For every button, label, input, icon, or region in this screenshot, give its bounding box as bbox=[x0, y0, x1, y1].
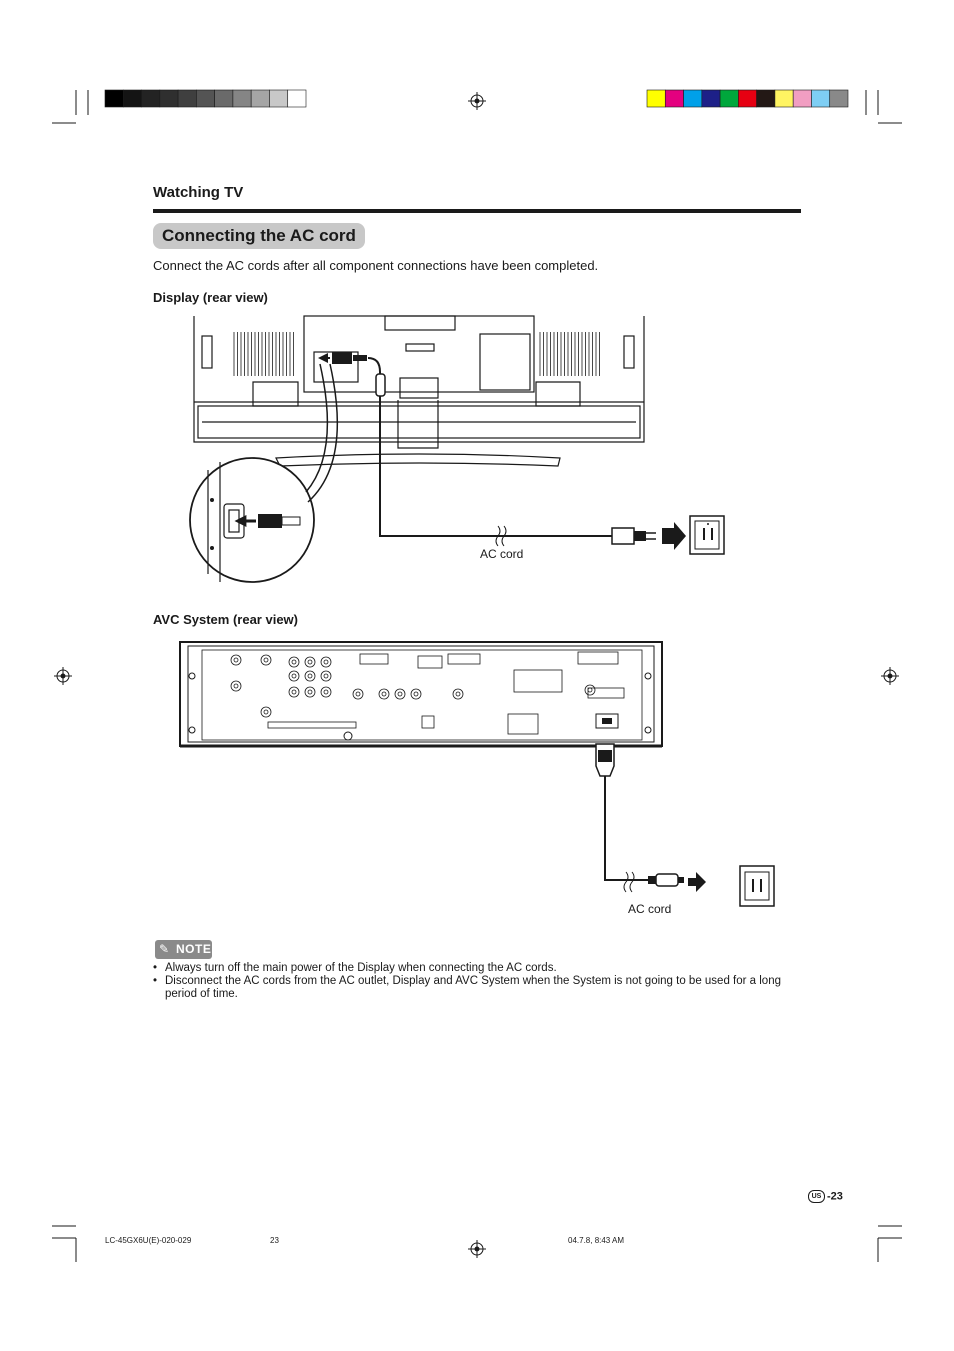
intro-text: Connect the AC cords after all component… bbox=[153, 258, 598, 273]
avc-figure-heading: AVC System (rear view) bbox=[153, 612, 298, 627]
calibration-swatch bbox=[738, 90, 756, 107]
footer-page: 23 bbox=[270, 1236, 279, 1245]
note-item-text: Disconnect the AC cords from the AC outl… bbox=[165, 975, 781, 1000]
bullet-icon: • bbox=[153, 975, 157, 988]
calibration-swatch bbox=[142, 90, 160, 107]
calibration-swatch bbox=[647, 90, 665, 107]
display-figure-heading: Display (rear view) bbox=[153, 290, 268, 305]
calibration-swatch bbox=[720, 90, 738, 107]
calibration-swatch bbox=[123, 90, 141, 107]
footer-timestamp: 04.7.8, 8:43 AM bbox=[568, 1236, 624, 1245]
section-label: Watching TV bbox=[153, 184, 243, 201]
calibration-swatch bbox=[233, 90, 251, 107]
calibration-swatch bbox=[830, 90, 848, 107]
section-rule bbox=[153, 209, 801, 213]
calibration-swatch bbox=[775, 90, 793, 107]
note-item: • Always turn off the main power of the D… bbox=[153, 962, 813, 975]
calibration-swatch bbox=[702, 90, 720, 107]
calibration-swatch bbox=[251, 90, 269, 107]
note-badge-label: NOTE bbox=[176, 940, 211, 959]
calibration-swatch bbox=[811, 90, 829, 107]
calibration-swatch bbox=[684, 90, 702, 107]
avc-ac-cord-label: AC cord bbox=[628, 902, 671, 916]
calibration-swatch bbox=[160, 90, 178, 107]
note-item-text: Always turn off the main power of the Di… bbox=[165, 962, 557, 974]
display-rear-illustration bbox=[180, 312, 740, 592]
region-badge: US bbox=[808, 1190, 825, 1203]
note-list: • Always turn off the main power of the D… bbox=[153, 962, 813, 1001]
calibration-swatch bbox=[757, 90, 775, 107]
calibration-swatch bbox=[105, 90, 123, 107]
page-number: US-23 bbox=[808, 1190, 843, 1203]
pencil-icon: ✎ bbox=[159, 940, 169, 959]
note-badge: ✎ NOTE bbox=[155, 940, 212, 959]
avc-rear-illustration bbox=[178, 640, 798, 920]
page-title: Connecting the AC cord bbox=[153, 223, 365, 249]
display-ac-cord-label: AC cord bbox=[480, 547, 523, 561]
calibration-swatch bbox=[665, 90, 683, 107]
footer-file: LC-45GX6U(E)-020-029 bbox=[105, 1236, 191, 1245]
color-calibration-bar bbox=[647, 90, 848, 107]
page-number-text: -23 bbox=[827, 1190, 843, 1202]
calibration-swatch bbox=[215, 90, 233, 107]
gray-calibration-bar bbox=[105, 90, 306, 107]
bullet-icon: • bbox=[153, 962, 157, 975]
calibration-swatch bbox=[269, 90, 287, 107]
note-item: • Disconnect the AC cords from the AC out… bbox=[153, 975, 813, 1001]
calibration-swatch bbox=[196, 90, 214, 107]
calibration-swatch bbox=[288, 90, 306, 107]
calibration-swatch bbox=[793, 90, 811, 107]
calibration-swatch bbox=[178, 90, 196, 107]
